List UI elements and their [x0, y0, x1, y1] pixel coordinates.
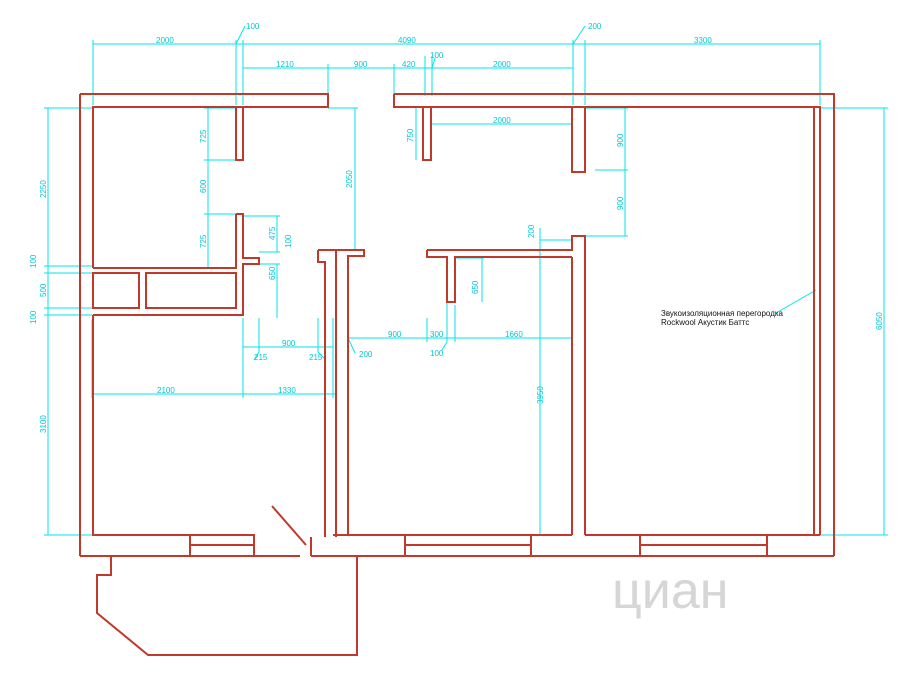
dim-label: 500 [39, 283, 48, 297]
dim-label: 750 [406, 128, 415, 142]
dim-label: 2000 [493, 60, 511, 69]
dim-label: 900 [616, 196, 625, 210]
dim-label: 200 [588, 22, 602, 31]
dim-label: 650 [471, 280, 480, 294]
dim-label: 900 [616, 133, 625, 147]
dim-label: 100 [430, 51, 444, 60]
dim-label: 1330 [278, 386, 296, 395]
dim-label: 900 [388, 330, 402, 339]
partition-note-line1: Звукоизоляционная перегородка [661, 309, 784, 318]
dim-label: 475 [268, 226, 277, 240]
dim-label: 100 [284, 234, 293, 248]
dim-label: 215 [254, 353, 268, 362]
dim-label: 4090 [398, 36, 416, 45]
partition-note-line2: Rockwool Акустик Баттс [661, 318, 749, 327]
dim-label: 2100 [157, 386, 175, 395]
dim-label: 1660 [505, 330, 523, 339]
dimension-labels: 2000 100 4090 200 3300 1210 900 420 100 … [29, 22, 884, 433]
dim-label: 100 [29, 254, 38, 268]
dim-label: 2050 [345, 170, 354, 188]
dim-label: 6050 [875, 312, 884, 330]
dim-label: 725 [199, 129, 208, 143]
dim-label: 3300 [694, 36, 712, 45]
dim-label: 3950 [536, 386, 545, 404]
dimension-lines [44, 25, 888, 536]
dim-label: 100 [430, 349, 444, 358]
dim-label: 3100 [39, 415, 48, 433]
dim-label: 2000 [156, 36, 174, 45]
dim-label: 600 [199, 179, 208, 193]
dim-label: 100 [29, 310, 38, 324]
dim-label: 100 [246, 22, 260, 31]
dim-label: 2000 [493, 116, 511, 125]
walls [79, 93, 835, 656]
dim-label: 2250 [39, 180, 48, 198]
dim-label: 420 [402, 60, 416, 69]
watermark: циан [612, 562, 728, 620]
dim-label: 650 [268, 266, 277, 280]
dim-label: 215 [309, 353, 323, 362]
dim-label: 900 [354, 60, 368, 69]
dim-label: 200 [359, 350, 373, 359]
dim-label: 200 [527, 224, 536, 238]
dim-label: 900 [282, 339, 296, 348]
dim-label: 725 [199, 234, 208, 248]
dim-label: 300 [430, 330, 444, 339]
dim-label: 1210 [276, 60, 294, 69]
